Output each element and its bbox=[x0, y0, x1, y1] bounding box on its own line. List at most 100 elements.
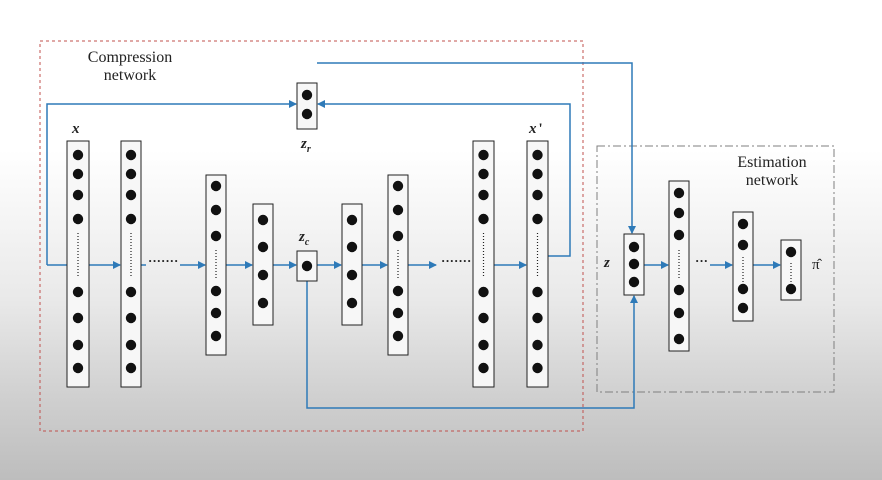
estimation-title-line1: Estimation bbox=[737, 154, 807, 171]
neuron-node bbox=[673, 207, 685, 219]
neuron-node bbox=[210, 307, 222, 319]
neuron-node bbox=[72, 189, 84, 201]
layer-decoder-3 bbox=[472, 140, 495, 388]
layer-z bbox=[623, 233, 645, 296]
zr-base: z bbox=[301, 136, 307, 152]
neuron-node bbox=[392, 204, 404, 216]
neuron-node bbox=[392, 330, 404, 342]
neuron-node bbox=[72, 168, 84, 180]
neuron-node bbox=[532, 339, 543, 351]
neuron-node bbox=[346, 297, 358, 309]
neuron-node bbox=[532, 168, 543, 180]
neuron-node bbox=[478, 168, 489, 180]
neuron-node bbox=[72, 339, 84, 351]
layer-decoder-2 bbox=[387, 174, 409, 356]
neuron-node bbox=[785, 283, 797, 295]
neuron-node bbox=[532, 149, 543, 161]
neuron-node bbox=[532, 286, 543, 298]
compression-title-line2: network bbox=[103, 66, 157, 84]
layer-estimation-2 bbox=[732, 211, 754, 322]
neuron-node bbox=[673, 187, 685, 199]
neuron-node bbox=[210, 230, 222, 242]
neuron-node bbox=[257, 297, 269, 309]
pi-hat-text: π̂ bbox=[812, 257, 820, 273]
neuron-node bbox=[346, 241, 358, 253]
zc-base: z bbox=[299, 229, 305, 245]
neuron-node bbox=[478, 189, 489, 201]
layer-output-pi bbox=[780, 239, 802, 301]
compression-network-region bbox=[39, 40, 584, 432]
neuron-node bbox=[125, 189, 137, 201]
neuron-node bbox=[673, 284, 685, 296]
neuron-node bbox=[125, 339, 137, 351]
estimation-network-title: Estimation network bbox=[720, 154, 824, 189]
arrow-xprime-to-zr bbox=[317, 100, 571, 257]
compression-network-title: Compression network bbox=[78, 49, 182, 84]
neuron-node bbox=[737, 239, 749, 251]
neuron-node bbox=[72, 149, 84, 161]
zr-label: zr bbox=[301, 136, 311, 155]
neuron-node bbox=[257, 241, 269, 253]
zr-sub: r bbox=[306, 144, 311, 155]
connections bbox=[46, 62, 781, 409]
neuron-node bbox=[532, 362, 543, 374]
layers bbox=[66, 82, 802, 388]
neuron-node bbox=[478, 213, 489, 225]
input-x-label: x bbox=[72, 121, 80, 138]
zc-sub: c bbox=[304, 237, 310, 248]
layer-input-x bbox=[66, 140, 90, 388]
ellipsis-estimation: ··· bbox=[695, 253, 709, 268]
neuron-node bbox=[72, 213, 84, 225]
x-text: x bbox=[72, 121, 80, 137]
neuron-node bbox=[125, 286, 137, 298]
neuron-node bbox=[478, 149, 489, 161]
neuron-node bbox=[125, 149, 137, 161]
neuron-node bbox=[392, 307, 404, 319]
neuron-node bbox=[72, 286, 84, 298]
neuron-node bbox=[392, 230, 404, 242]
neuron-node bbox=[125, 362, 137, 374]
x-prime-text: x bbox=[529, 121, 537, 137]
neuron-node bbox=[737, 302, 749, 314]
z-label: z bbox=[604, 255, 610, 272]
neuron-node bbox=[628, 241, 640, 253]
neuron-node bbox=[673, 333, 685, 345]
reconstruction-x-prime-label: x' bbox=[529, 121, 543, 138]
neuron-node bbox=[210, 330, 222, 342]
layer-box bbox=[341, 203, 363, 326]
neuron-node bbox=[628, 258, 640, 270]
neuron-node bbox=[210, 180, 222, 192]
layer-encoder-1 bbox=[120, 140, 142, 388]
neuron-node bbox=[257, 214, 269, 226]
arrow-x-to-zr bbox=[46, 100, 297, 265]
estimation-network-region bbox=[596, 145, 835, 393]
neuron-node bbox=[532, 312, 543, 324]
neuron-node bbox=[125, 213, 137, 225]
ellipsis-left: ······· bbox=[148, 253, 179, 268]
compression-title-line1: Compression bbox=[87, 49, 173, 66]
neuron-node bbox=[785, 246, 797, 258]
layer-decoder-1 bbox=[341, 203, 363, 326]
estimation-title-line2: network bbox=[745, 171, 799, 189]
neuron-node bbox=[478, 312, 489, 324]
neuron-node bbox=[737, 283, 749, 295]
neuron-node bbox=[125, 312, 137, 324]
neuron-node bbox=[673, 229, 685, 241]
layer-estimation-1 bbox=[668, 180, 690, 352]
neuron-node bbox=[346, 214, 358, 226]
pi-hat-label: π̂ bbox=[812, 257, 820, 274]
neuron-node bbox=[257, 269, 269, 281]
ellipsis-right: ······· bbox=[441, 253, 472, 268]
neuron-node bbox=[478, 362, 489, 374]
layer-encoder-3 bbox=[252, 203, 274, 326]
neuron-node bbox=[301, 89, 313, 101]
neuron-node bbox=[392, 180, 404, 192]
layer-zc bbox=[296, 250, 318, 282]
arrow-zc-to-z bbox=[306, 281, 638, 409]
neuron-node bbox=[478, 286, 489, 298]
neuron-node bbox=[210, 285, 222, 297]
layer-output-x-prime bbox=[526, 140, 549, 388]
neuron-node bbox=[532, 189, 543, 201]
x-prime-mark: ' bbox=[538, 121, 543, 137]
